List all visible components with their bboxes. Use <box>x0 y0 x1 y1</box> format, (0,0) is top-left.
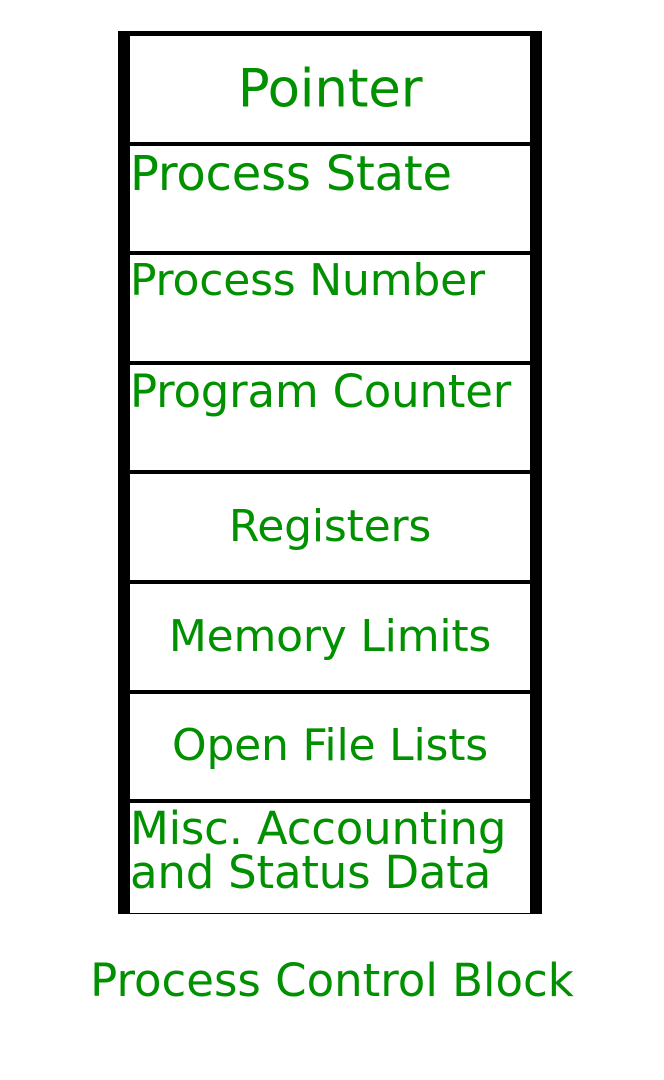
pcb-field-registers: Registers <box>130 474 530 584</box>
pcb-field-label-process-state: Process State <box>130 145 452 202</box>
pcb-row-list: Pointer Process State Process Number Pro… <box>130 36 530 913</box>
pcb-field-misc-accounting: Misc. Accounting and Status Data <box>130 803 530 913</box>
pcb-field-process-state: Process State <box>130 145 530 256</box>
pcb-field-label-misc-accounting-line2: and Status Data <box>130 846 492 900</box>
pcb-field-label-misc-accounting-line1: Misc. Accounting <box>130 802 507 856</box>
pcb-field-label-process-number: Process Number <box>130 255 485 307</box>
pcb-field-label-program-counter: Program Counter <box>130 364 511 418</box>
diagram-caption: Process Control Block <box>90 954 574 1007</box>
pcb-field-label-pointer: Pointer <box>237 58 423 120</box>
pcb-field-memory-limits: Memory Limits <box>130 583 530 694</box>
pcb-field-program-counter: Program Counter <box>130 364 530 475</box>
pcb-field-label-memory-limits: Memory Limits <box>168 610 492 662</box>
pcb-field-label-misc-accounting: Misc. Accounting and Status Data <box>130 802 560 900</box>
process-control-block-diagram: Pointer Process State Process Number Pro… <box>118 31 542 914</box>
pcb-field-label-open-file-lists: Open File Lists <box>172 720 488 772</box>
pcb-field-pointer: Pointer <box>130 36 530 146</box>
pcb-field-process-number: Process Number <box>130 255 530 365</box>
pcb-field-label-registers: Registers <box>228 501 432 553</box>
pcb-field-open-file-lists: Open File Lists <box>130 693 530 804</box>
